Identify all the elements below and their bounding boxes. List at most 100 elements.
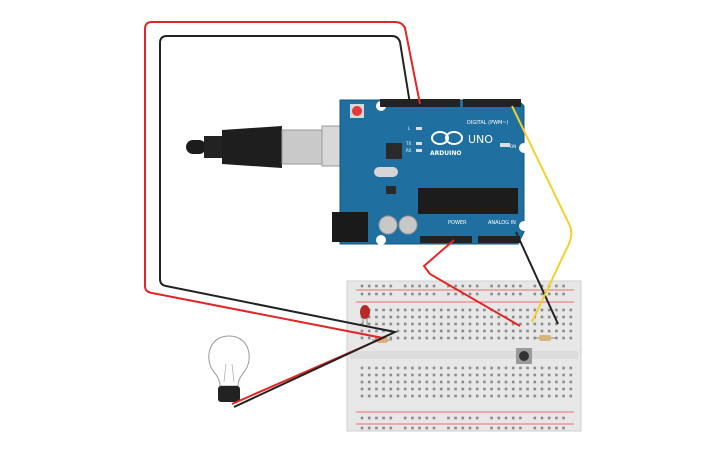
breadboard-hole[interactable] [526,336,529,340]
rail-hole[interactable] [497,416,501,420]
breadboard-hole[interactable] [439,366,443,370]
rail-hole[interactable] [511,426,515,430]
breadboard-hole[interactable] [375,387,378,391]
breadboard-hole[interactable] [418,336,421,340]
rail-hole[interactable] [540,292,544,296]
rail-hole[interactable] [497,426,501,430]
breadboard-hole[interactable] [367,387,371,391]
rail-hole[interactable] [511,292,515,296]
rail-hole[interactable] [389,292,393,296]
rail-hole[interactable] [454,292,457,296]
breadboard-hole[interactable] [468,380,472,384]
rail-hole[interactable] [468,284,472,288]
rail-hole[interactable] [411,292,414,296]
breadboard-hole[interactable] [396,373,400,377]
breadboard-hole[interactable] [461,387,465,391]
breadboard-hole[interactable] [396,315,400,319]
breadboard-hole[interactable] [569,387,573,391]
breadboard-hole[interactable] [389,366,393,370]
breadboard-hole[interactable] [389,315,393,319]
breadboard-hole[interactable] [555,329,558,333]
breadboard-hole[interactable] [389,373,393,377]
rail-hole[interactable] [447,284,450,288]
black-wire[interactable] [159,35,411,408]
breadboard-hole[interactable] [475,336,479,340]
reset-button[interactable] [352,106,362,116]
breadboard-hole[interactable] [367,322,371,326]
red-power-wire[interactable] [422,239,521,327]
power-jack[interactable] [332,212,368,242]
breadboard-hole[interactable] [483,394,486,398]
breadboard-hole[interactable] [547,366,551,370]
breadboard-hole[interactable] [439,315,443,319]
breadboard-hole[interactable] [475,373,479,377]
breadboard-hole[interactable] [555,308,558,312]
breadboard-hole[interactable] [533,380,537,384]
breadboard-hole[interactable] [519,394,522,398]
breadboard-hole[interactable] [569,329,573,333]
breadboard-hole[interactable] [555,387,558,391]
breadboard-hole[interactable] [497,308,501,312]
breadboard-hole[interactable] [461,308,465,312]
breadboard-hole[interactable] [547,387,551,391]
breadboard-hole[interactable] [418,322,421,326]
breadboard-hole[interactable] [425,336,429,340]
breadboard-hole[interactable] [375,336,378,340]
rail-hole[interactable] [403,426,407,430]
breadboard-hole[interactable] [569,308,573,312]
rail-hole[interactable] [367,416,371,420]
breadboard-hole[interactable] [483,387,486,391]
rail-hole[interactable] [432,292,436,296]
breadboard-hole[interactable] [533,373,537,377]
breadboard-hole[interactable] [411,373,414,377]
breadboard-hole[interactable] [382,366,385,370]
breadboard-hole[interactable] [461,366,465,370]
rail-hole[interactable] [519,426,522,430]
breadboard-hole[interactable] [547,308,551,312]
rail-hole[interactable] [490,292,493,296]
breadboard-hole[interactable] [483,329,486,333]
breadboard-hole[interactable] [432,308,436,312]
breadboard-hole[interactable] [562,380,565,384]
rail-hole[interactable] [411,426,414,430]
breadboard-hole[interactable] [418,315,421,319]
breadboard-hole[interactable] [439,380,443,384]
breadboard-hole[interactable] [425,373,429,377]
breadboard-hole[interactable] [382,329,385,333]
breadboard-hole[interactable] [511,308,515,312]
arduino-board[interactable]: ARDUINO UNO DIGITAL (PWM~) ON L TX RX PO… [332,99,529,245]
breadboard-hole[interactable] [540,387,544,391]
rail-hole[interactable] [360,416,364,420]
rail-hole[interactable] [504,416,508,420]
breadboard-hole[interactable] [425,315,429,319]
rail-hole[interactable] [389,284,393,288]
rail-hole[interactable] [382,416,385,420]
breadboard-hole[interactable] [396,387,400,391]
breadboard-hole[interactable] [461,315,465,319]
breadboard-hole[interactable] [418,329,421,333]
rail-hole[interactable] [382,426,385,430]
breadboard-hole[interactable] [540,308,544,312]
breadboard-hole[interactable] [526,380,529,384]
breadboard-hole[interactable] [475,329,479,333]
breadboard-hole[interactable] [540,322,544,326]
breadboard-hole[interactable] [425,380,429,384]
breadboard-hole[interactable] [475,308,479,312]
breadboard-hole[interactable] [519,308,522,312]
rail-hole[interactable] [468,416,472,420]
rail-hole[interactable] [497,292,501,296]
rail-hole[interactable] [562,292,565,296]
breadboard-hole[interactable] [533,366,537,370]
breadboard-hole[interactable] [411,387,414,391]
breadboard-hole[interactable] [439,394,443,398]
breadboard-hole[interactable] [555,394,558,398]
rail-hole[interactable] [547,426,551,430]
breadboard-hole[interactable] [403,373,407,377]
rail-hole[interactable] [533,416,537,420]
breadboard-hole[interactable] [497,373,501,377]
breadboard-hole[interactable] [454,322,457,326]
breadboard-hole[interactable] [490,380,493,384]
rail-hole[interactable] [375,292,378,296]
breadboard-hole[interactable] [526,315,529,319]
breadboard-hole[interactable] [403,336,407,340]
